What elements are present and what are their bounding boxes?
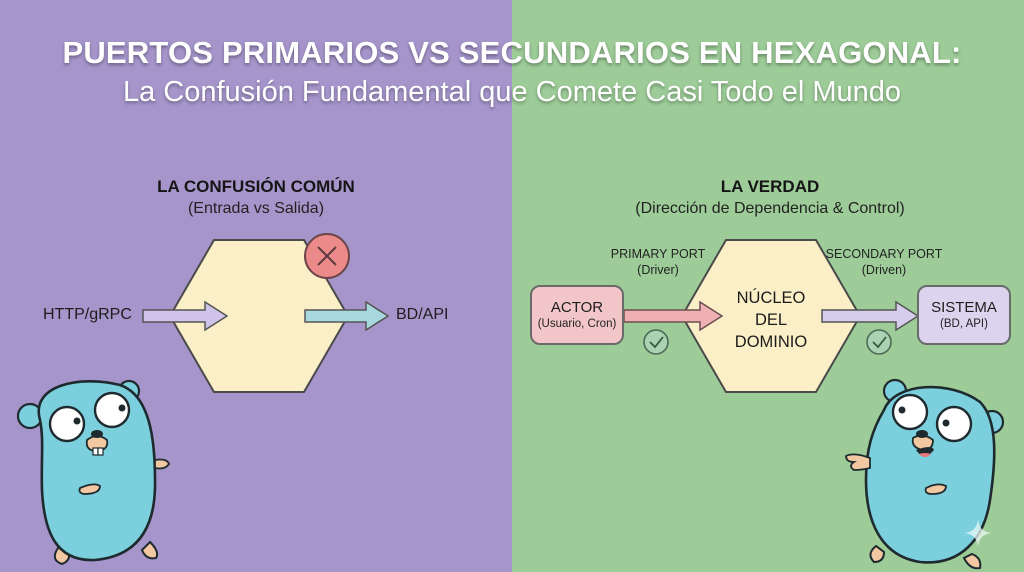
input-arrow — [142, 300, 229, 332]
secondary-port-role: (Driven) — [861, 263, 907, 277]
title-subtitle: La Confusión Fundamental que Comete Casi… — [122, 76, 902, 108]
right-section-header: LA VERDAD (Dirección de Dependencia & Co… — [590, 176, 950, 220]
secondary-port-label: SECONDARY PORT (Driven) — [822, 246, 946, 278]
actor-sub: (Usuario, Cron) — [537, 318, 617, 330]
left-heading: LA CONFUSIÓN COMÚN — [157, 177, 355, 196]
core-line-3: DOMINIO — [734, 333, 808, 351]
system-title: SISTEMA — [931, 299, 997, 316]
output-arrow — [304, 300, 390, 332]
right-subheading: (Dirección de Dependencia & Control) — [635, 200, 905, 217]
title-main: PUERTOS PRIMARIOS VS SECUNDARIOS EN HEXA… — [62, 35, 962, 70]
secondary-port-title: SECONDARY PORT — [825, 247, 943, 261]
check-circle-icon-secondary — [866, 329, 892, 355]
actor-box: ACTOR (Usuario, Cron) — [530, 285, 624, 345]
primary-port-title: PRIMARY PORT — [610, 247, 706, 261]
left-section-header: LA CONFUSIÓN COMÚN (Entrada vs Salida) — [106, 176, 406, 220]
output-label: BD/API — [396, 306, 449, 323]
core-line-1: NÚCLEO — [736, 289, 806, 307]
x-circle-icon — [304, 233, 350, 279]
gopher-mascot-right — [845, 378, 1005, 570]
left-subheading: (Entrada vs Salida) — [187, 200, 325, 217]
sparkle-icon — [964, 519, 992, 547]
primary-port-role: (Driver) — [637, 263, 679, 277]
primary-port-label: PRIMARY PORT (Driver) — [600, 246, 716, 278]
check-circle-icon-primary — [643, 329, 669, 355]
gopher-mascot-left — [16, 379, 170, 566]
secondary-port-arrow — [821, 300, 920, 332]
system-box: SISTEMA (BD, API) — [917, 285, 1011, 345]
domain-core-label: NÚCLEO DEL DOMINIO — [716, 287, 826, 353]
core-line-2: DEL — [754, 311, 788, 329]
page-title: PUERTOS PRIMARIOS VS SECUNDARIOS EN HEXA… — [0, 34, 1024, 110]
actor-title: ACTOR — [550, 299, 604, 316]
primary-port-arrow — [623, 300, 724, 332]
right-heading: LA VERDAD — [720, 177, 820, 196]
system-sub: (BD, API) — [940, 318, 988, 330]
input-label: HTTP/gRPC — [43, 306, 132, 323]
